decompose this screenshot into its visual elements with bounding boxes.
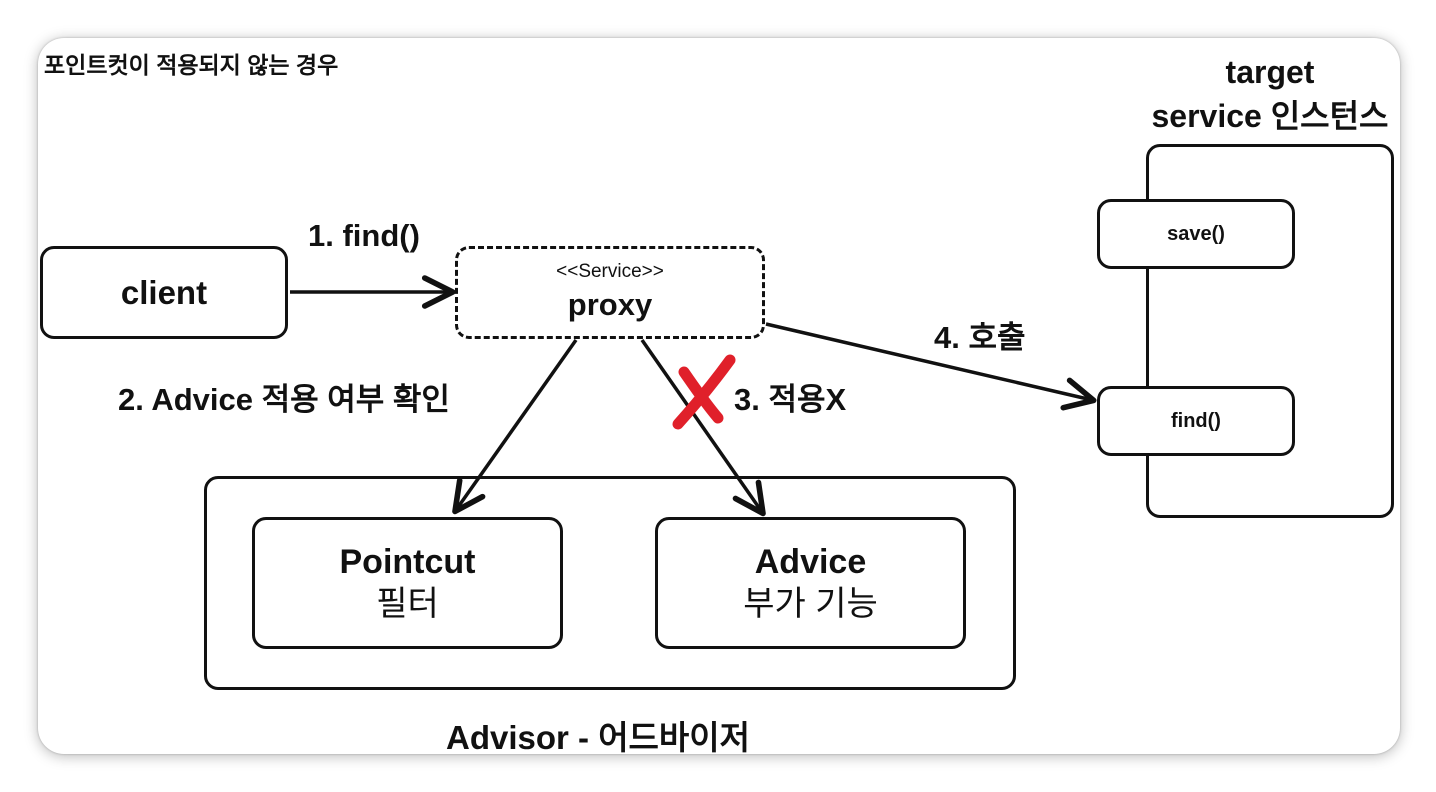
blocked-x-icon bbox=[672, 354, 736, 430]
advice-name: Advice bbox=[754, 543, 867, 581]
diagram-title: 포인트컷이 적용되지 않는 경우 bbox=[44, 52, 339, 78]
target-title-line2: service 인스턴스 bbox=[1151, 98, 1389, 134]
advice-box: Advice 부가 기능 bbox=[655, 517, 966, 649]
proxy-stereotype: <<Service>> bbox=[556, 260, 664, 282]
step4-label: 4. 호출 bbox=[934, 320, 1026, 355]
target-title-line1: target bbox=[1225, 54, 1315, 90]
arrow-proxy-to-pointcut bbox=[452, 338, 578, 515]
step1-label: 1. find() bbox=[308, 218, 420, 253]
target-method-save: save() bbox=[1097, 199, 1295, 269]
pointcut-desc: 필터 bbox=[376, 585, 439, 623]
target-method-find: find() bbox=[1097, 386, 1295, 456]
advisor-caption: Advisor - 어드바이저 bbox=[446, 719, 750, 756]
pointcut-name: Pointcut bbox=[339, 543, 476, 581]
client-box: client bbox=[40, 246, 288, 339]
arrow-proxy-to-advice bbox=[640, 338, 766, 517]
arrow-proxy-to-target-find bbox=[765, 322, 1097, 411]
step2-label: 2. Advice 적용 여부 확인 bbox=[118, 382, 450, 417]
proxy-box: <<Service>> proxy bbox=[455, 246, 765, 339]
pointcut-box: Pointcut 필터 bbox=[252, 517, 563, 649]
advice-desc: 부가 기능 bbox=[743, 585, 878, 623]
proxy-label: proxy bbox=[567, 286, 653, 322]
target-title: target service 인스턴스 bbox=[1130, 50, 1410, 138]
step3-label: 3. 적용X bbox=[734, 382, 847, 417]
